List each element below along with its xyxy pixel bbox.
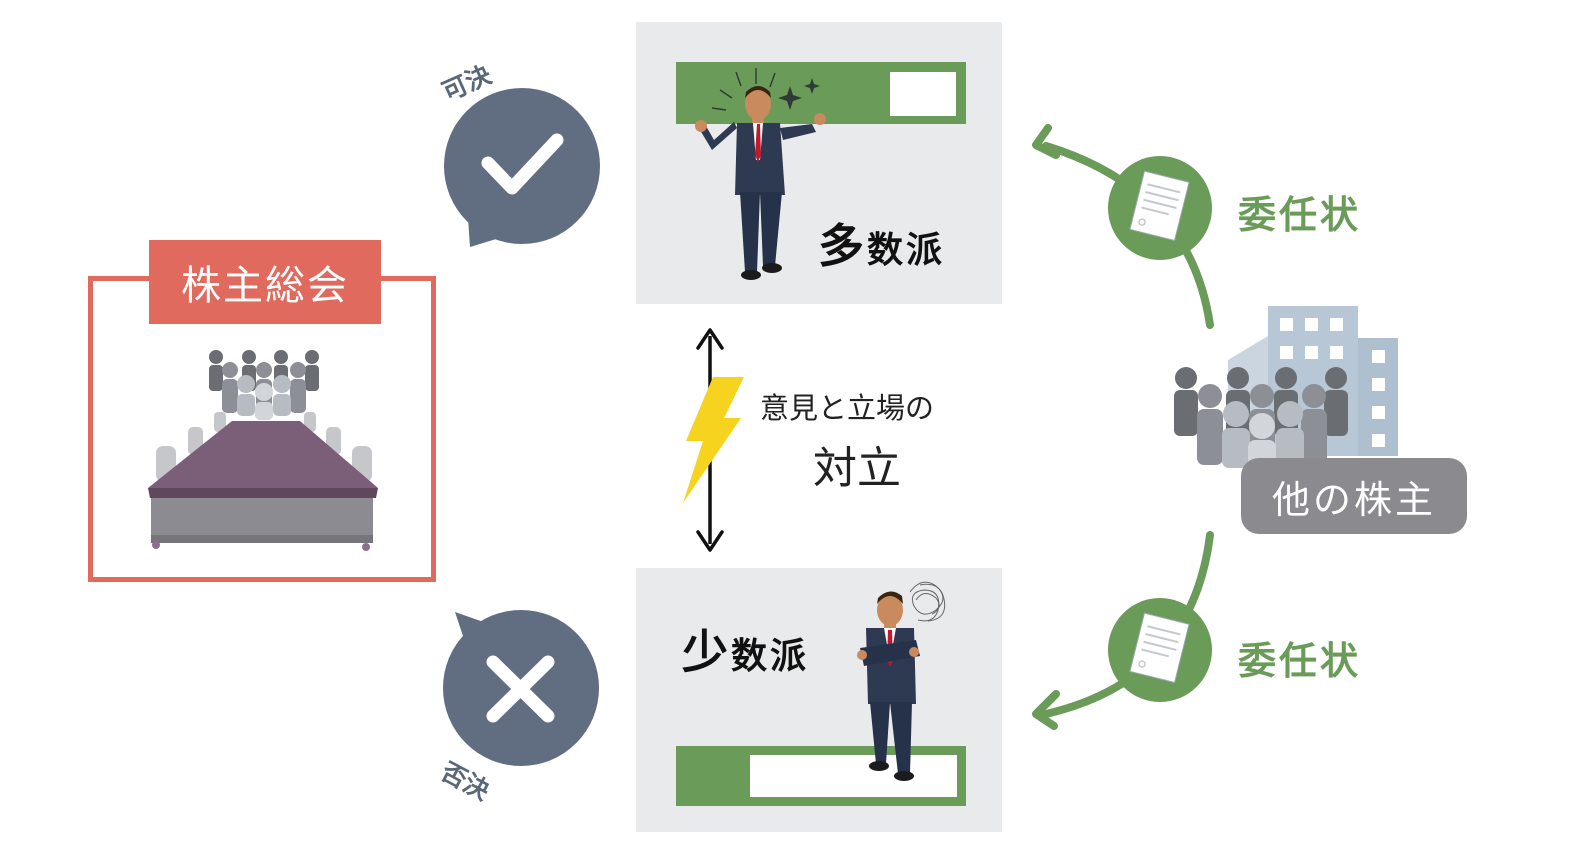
proxy-document-icon-top <box>1108 156 1212 260</box>
other-shareholders-label: 他の株主 <box>1241 458 1467 534</box>
frustrated-businessman-figure <box>857 581 946 781</box>
cross-icon <box>486 655 555 723</box>
conflict-text-line2: 対立 <box>813 443 901 494</box>
minority-bar <box>676 746 966 806</box>
lightning-bolt-icon <box>683 377 744 503</box>
approve-bubble <box>444 88 600 247</box>
proxy-label-top: 委任状 <box>1238 193 1362 237</box>
meeting-table-icon <box>148 350 378 551</box>
minority-prefix: 少 <box>682 625 731 679</box>
majority-prefix: 多 <box>818 219 867 273</box>
proxy-document-icon-bottom <box>1108 598 1212 702</box>
minority-label: 少数派 <box>682 616 809 682</box>
minority-text: 数派 <box>731 636 810 677</box>
reject-bubble <box>443 610 599 766</box>
proxy-label-bottom: 委任状 <box>1238 639 1362 683</box>
shareholders-meeting-label: 株主総会 <box>149 240 381 324</box>
check-icon <box>481 133 564 195</box>
conflict-text-line1: 意見と立場の <box>760 391 935 425</box>
majority-label: 多数派 <box>818 210 945 276</box>
majority-text: 数派 <box>867 230 946 271</box>
confident-businessman-figure <box>695 68 826 280</box>
